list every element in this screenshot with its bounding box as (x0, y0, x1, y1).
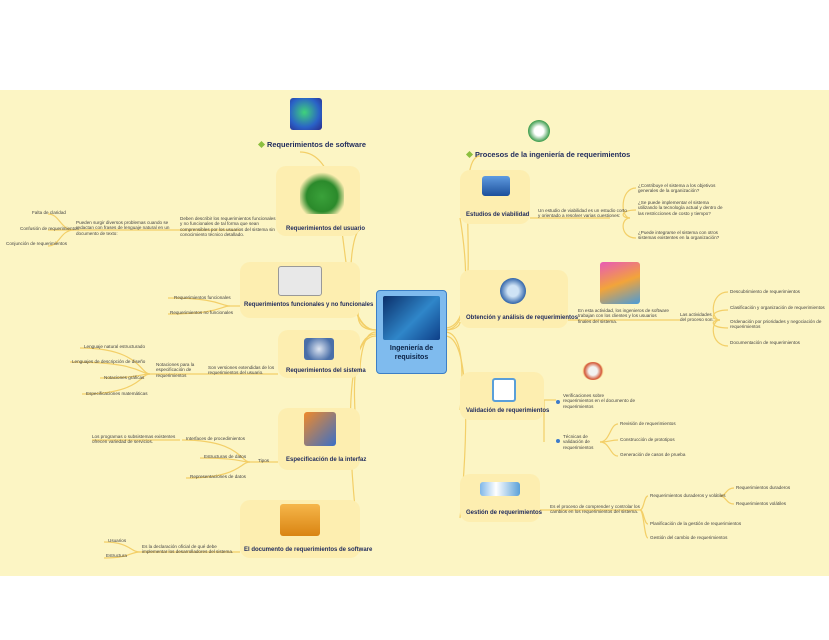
central-topic[interactable]: Ingeniería de requisitos (376, 290, 447, 374)
validacion-item-3: Generación de casos de prueba (620, 452, 686, 457)
search-person-icon (500, 278, 526, 304)
mind-map-canvas[interactable]: Ingeniería de requisitos Requerimientos … (0, 90, 829, 576)
sistema-item-1: Lenguaje natural estructurado (84, 344, 146, 349)
viabilidad-description: Un estudio de viabilidad es un estudio c… (538, 208, 627, 219)
interfaz-title[interactable]: Especificación de la interfaz (286, 457, 367, 463)
folder-icon (280, 504, 320, 536)
validacion-title[interactable]: Validación de requerimientos (466, 408, 550, 414)
usuario-title[interactable]: Requerimientos del usuario (286, 226, 366, 232)
funcionales-title[interactable]: Requerimientos funcionales y no funciona… (244, 302, 374, 308)
obtencion-item-3: Ordenación por prioridades y negociación… (730, 319, 822, 330)
meeting-people-icon (600, 262, 640, 304)
sistema-item-3: Notaciones gráficas (104, 375, 145, 380)
funcional-item-1: Requerimientos funcionales (174, 295, 231, 300)
validacion-techniques: Técnicas de validación de requerimientos (563, 434, 594, 450)
usuario-issue-2: Confusión de requerimientos (20, 226, 79, 231)
interfaz-tipos: Tipos (258, 458, 270, 463)
obtencion-activities: Las actividades del proceso son: (680, 312, 714, 323)
obtencion-title[interactable]: Obtención y análisis de requerimientos (466, 315, 579, 321)
sistema-description: Son versiones extendidas de los requerim… (208, 365, 275, 376)
book-icon (482, 176, 510, 196)
gestion-sub-item-2: Requerimientos volátiles (736, 501, 787, 506)
user-computer-icon (300, 170, 344, 214)
interface-icon (304, 412, 336, 446)
gestion-item-1: Requerimientos duraderos y volátiles (650, 493, 726, 498)
software-globe-icon (290, 98, 322, 130)
documento-item-2: Estructura (106, 553, 127, 558)
people-circle-icon (582, 362, 604, 380)
right-section-title[interactable]: Procesos de la ingeniería de requerimien… (475, 150, 631, 159)
process-icon (528, 120, 550, 142)
checkbox-check-icon (492, 378, 516, 402)
connector-lines (47, 151, 735, 559)
usuario-problems: Pueden surgir diversos problemas cuando … (76, 220, 170, 236)
central-topic-image (383, 296, 440, 340)
gestion-description: Es el proceso de comprender y controlar … (550, 504, 640, 515)
documento-title[interactable]: El documento de requerimientos de softwa… (244, 547, 373, 553)
sistema-title[interactable]: Requerimientos del sistema (286, 368, 366, 374)
interfaz-item-2: Estructuras de datos (204, 454, 247, 459)
viabilidad-question-1: ¿Contribuye el sistema a los objetivos g… (638, 183, 716, 194)
documento-item-1: Usuarios (108, 538, 127, 543)
bullet-icon-2 (556, 439, 560, 443)
validacion-item-2: Construcción de prototipos (620, 437, 675, 442)
diagram-icon (278, 266, 322, 296)
viabilidad-question-2: ¿Se puede implementar el sistema utiliza… (638, 200, 723, 216)
left-section-title[interactable]: Requerimientos de software (267, 140, 366, 149)
bullet-icon-1 (556, 400, 560, 404)
obtencion-item-2: Clasificación y organización de requerim… (730, 305, 825, 310)
sistema-item-2: Lenguajes de descripción de diseño (72, 359, 146, 364)
documento-description: Es la declaración oficial de qué debe im… (142, 544, 234, 555)
obtencion-description: En esta actividad, los ingenieros de sof… (578, 308, 669, 324)
interfaz-item-1: Interfaces de procedimientos (186, 436, 245, 441)
sistema-notations: Notaciones para la especificación de req… (156, 362, 195, 378)
system-window-icon (304, 338, 334, 360)
gestion-item-3: Gestión del cambio de requerimientos (650, 535, 728, 540)
obtencion-item-4: Documentación de requerimientos (730, 340, 800, 345)
obtencion-item-1: Descubrimiento de requerimientos (730, 289, 800, 294)
interfaz-note: Los programas o subsistemas existentes o… (92, 434, 176, 445)
funcional-item-2: Requerimientos no funcionales (170, 310, 234, 315)
sistema-item-4: Especificaciones matemáticas (86, 391, 148, 396)
validacion-verifications: Verificaciones sobre requerimientos en e… (563, 393, 636, 409)
gestion-sub-item-1: Requerimientos duraderos (736, 485, 791, 490)
transfer-icon (480, 482, 520, 496)
gestion-title[interactable]: Gestión de requerimientos (466, 510, 543, 516)
central-topic-title: Ingeniería de requisitos (389, 345, 434, 361)
viabilidad-title[interactable]: Estudios de viabilidad (466, 212, 530, 218)
interfaz-item-3: Representaciones de datos (190, 474, 246, 479)
usuario-description: Deben describir los requerimientos funci… (180, 216, 276, 238)
viabilidad-question-3: ¿Puede integrarse el sistema con otros s… (638, 230, 720, 241)
usuario-issue-1: Falta de claridad (32, 210, 66, 215)
validacion-item-1: Revisión de requerimientos (620, 421, 676, 426)
gestion-item-2: Planificación de la gestión de requerimi… (650, 521, 742, 526)
usuario-issue-3: Conjunción de requerimientos (6, 241, 68, 246)
